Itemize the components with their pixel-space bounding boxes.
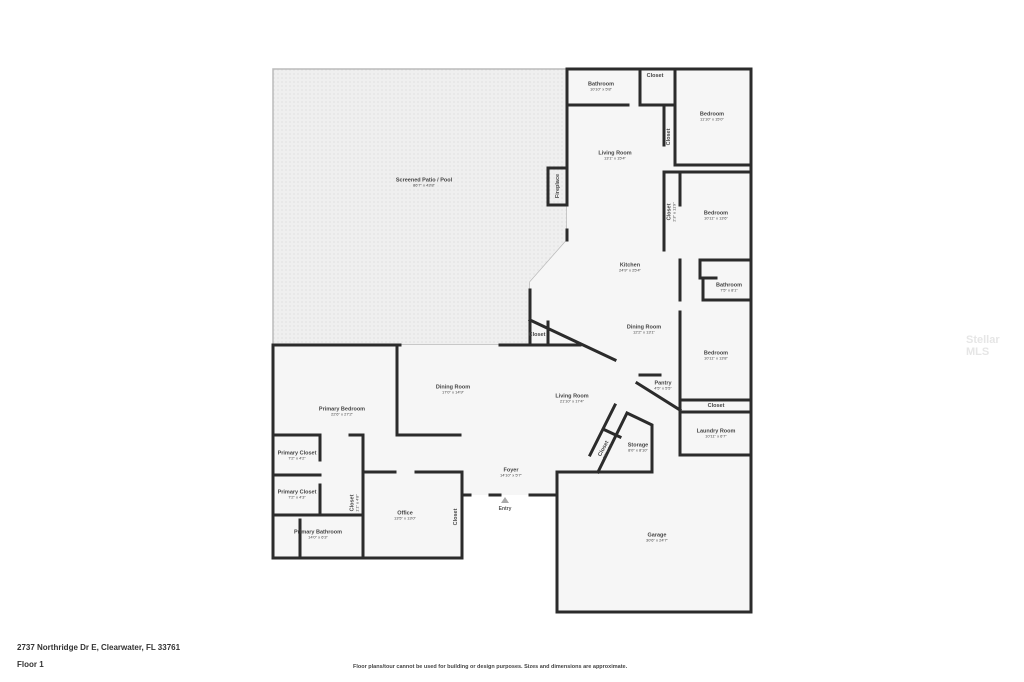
entry-arrow-icon [501, 497, 509, 503]
room-name: Screened Patio / Pool [395, 177, 453, 184]
room-name: Garage [647, 532, 667, 539]
room-dims: 7'2" x 4'3" [288, 494, 306, 500]
room-dims: 8'0" x 8'10" [628, 447, 648, 453]
walls [271, 67, 753, 614]
room-name: Laundry Room [696, 428, 736, 435]
room-dims: 10'10" x 5'8" [590, 86, 612, 92]
room-closet-1: Closet [647, 73, 664, 79]
room-name: Closet [707, 402, 725, 409]
room-name: Dining Room [435, 384, 471, 391]
room-name: Closet [665, 128, 672, 146]
room-dims: 10'11" x 13'8" [704, 355, 728, 361]
entry-label: Entry [498, 506, 512, 512]
room-name: Primary Bedroom [318, 406, 366, 413]
room-dims: 17'0" x 14'9" [442, 389, 464, 395]
room-dims: 11'10" x 15'0" [700, 116, 724, 122]
room-dims: 86'7" x 43'8" [413, 182, 435, 188]
room-name: Fireplace [554, 173, 561, 199]
room-name: Living Room [555, 393, 589, 400]
room-name: Primary Bathroom [294, 529, 342, 536]
room-name: Bedroom [699, 111, 725, 118]
fireplace [546, 166, 569, 207]
room-name: Pantry [654, 380, 672, 387]
room-name: Dining Room [626, 324, 662, 331]
room-name: Bedroom [703, 210, 729, 217]
room-name: Closet [646, 72, 664, 79]
room-dims: 12'2" x 13'1" [633, 329, 655, 335]
room-name: Bathroom [716, 282, 742, 289]
room-dims: 30'6" x 24'7" [646, 537, 668, 543]
room-name: Closet [528, 331, 546, 338]
room-dims: 2'3" x 11'9" [671, 202, 677, 222]
disclaimer: Floor plans/tour cannot be used for buil… [353, 664, 628, 670]
room-fireplace: Fireplace [555, 174, 561, 198]
address: 2737 Northridge Dr E, Clearwater, FL 337… [17, 643, 181, 652]
floor-label: Floor 1 [17, 660, 44, 669]
room-name: Bathroom [588, 81, 614, 88]
room-name: Primary Closet [277, 450, 317, 457]
room-name: Primary Closet [277, 489, 317, 496]
room-closet-2: Closet [666, 129, 672, 146]
room-name: Storage [627, 442, 649, 449]
watermark: Stellar MLS [966, 334, 1000, 358]
room-dims: 14'0" x 6'3" [308, 534, 328, 540]
room-name: Living Room [598, 150, 632, 157]
room-name: Kitchen [619, 262, 641, 269]
room-dims: 1'1" x 4'8" [354, 494, 360, 512]
room-closet-8: Closet [453, 509, 459, 526]
house-floor [273, 69, 751, 612]
room-dims: 10'11" x 6'7" [705, 433, 727, 439]
room-name: Office [397, 510, 413, 517]
room-dims: 10'11" x 13'6" [704, 215, 728, 221]
room-closet-5: Closet [708, 403, 725, 409]
room-dims: 22'6" x 27'2" [331, 411, 353, 417]
room-dims: 14'10" x 5'7" [500, 472, 522, 478]
patio-area [272, 68, 568, 346]
room-dims: 4'5" x 5'5" [654, 385, 672, 391]
room-name: Closet [452, 508, 459, 526]
room-dims: 24'9" x 25'4" [619, 267, 641, 273]
room-dims: 21'10" x 17'4" [559, 398, 585, 404]
room-closet-4: Closet [529, 332, 546, 338]
room-dims: 7'5" x 8'1" [720, 287, 738, 293]
room-name: Foyer [503, 467, 519, 474]
room-dims: 13'1" x 15'4" [604, 155, 626, 161]
room-dims: 7'2" x 4'2" [288, 455, 306, 461]
room-name: Bedroom [703, 350, 729, 357]
room-dims: 13'5" x 13'0" [394, 515, 416, 521]
